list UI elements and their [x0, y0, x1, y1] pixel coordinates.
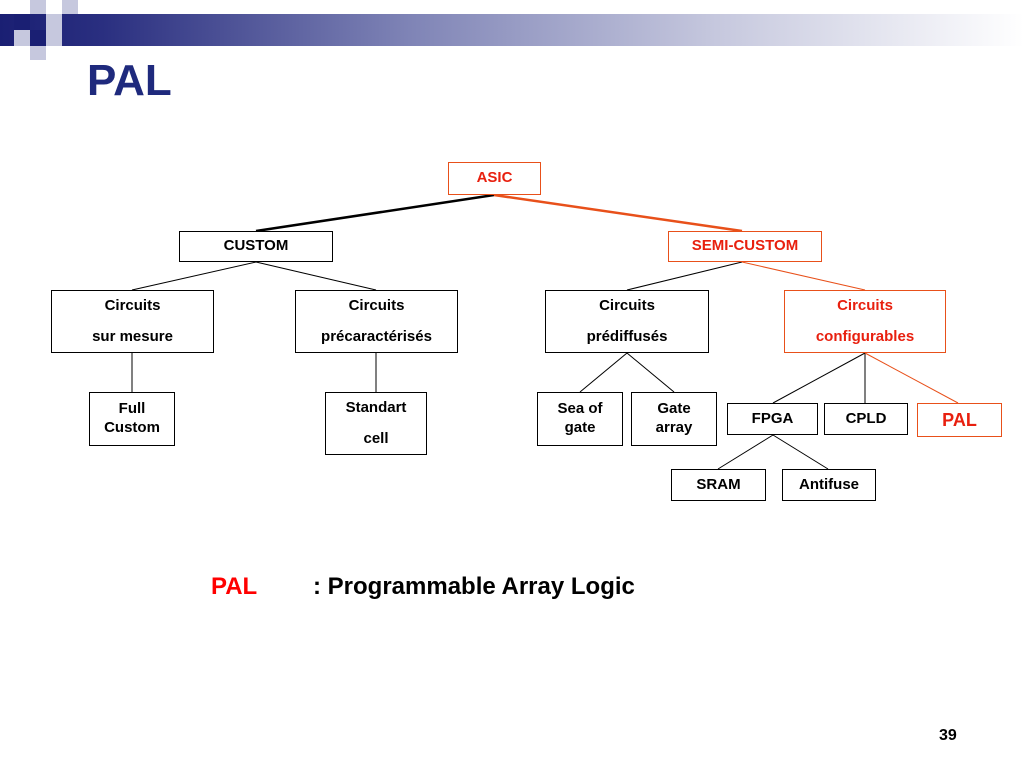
definition-text: : Programmable Array Logic [313, 573, 635, 600]
node-label-line1: Circuits [837, 296, 893, 314]
decor-square [30, 30, 46, 46]
decor-square [14, 14, 30, 30]
connector-semi-config [741, 261, 866, 291]
node-sram-label: SRAM [696, 475, 741, 493]
node-label-line1: Sea of [557, 400, 603, 418]
node-label-line2: Custom [104, 419, 160, 436]
decor-square [46, 14, 62, 30]
connector-config-pal [864, 352, 959, 404]
node-asic: ASIC [448, 162, 541, 195]
node-standart-cell: Standart cell [325, 392, 427, 455]
decor-square [14, 30, 30, 46]
node-semi-custom-label: SEMI-CUSTOM [691, 237, 799, 255]
node-circuits-sur-mesure: Circuits sur mesure [51, 290, 214, 353]
decor-square [46, 30, 62, 46]
node-label-line2: précaractérisés [321, 327, 432, 345]
connector-prediff-sea [579, 352, 628, 393]
node-label-line1: Standart [345, 398, 407, 416]
node-pal-label: PAL [942, 409, 977, 430]
node-label-line2: sur mesure [92, 327, 173, 345]
node-label-line2: gate [564, 419, 596, 436]
node-semi-custom: SEMI-CUSTOM [668, 231, 822, 262]
node-label-line1: Circuits [104, 296, 161, 314]
connector-fpga-sram [717, 434, 774, 470]
node-full-custom: Full Custom [89, 392, 175, 446]
node-custom: CUSTOM [179, 231, 333, 262]
node-label-line1: Circuits [599, 296, 655, 314]
decor-square [30, 46, 46, 60]
node-cpld-label: CPLD [845, 409, 887, 427]
page-number: 39 [939, 727, 957, 744]
node-label-line1: Circuits [348, 296, 405, 314]
connector-asic-custom [255, 193, 495, 233]
node-circuits-configurables: Circuits configurables [784, 290, 946, 353]
node-label-line2: cell [363, 429, 389, 447]
node-label-line2: array [655, 419, 693, 436]
node-circuits-prediffuses: Circuits prédiffusés [545, 290, 709, 353]
node-cpld: CPLD [824, 403, 908, 435]
connector-custom-precar [255, 261, 377, 291]
node-asic-label: ASIC [476, 169, 513, 187]
node-fpga: FPGA [727, 403, 818, 435]
header-gradient-bar [0, 14, 1024, 46]
slide-title: PAL [87, 56, 172, 105]
node-gate-array: Gate array [631, 392, 717, 446]
connector-fpga-antifuse [772, 434, 829, 470]
node-antifuse-label: Antifuse [799, 475, 859, 493]
node-fpga-label: FPGA [751, 409, 794, 427]
node-label-line1: Full [118, 400, 146, 418]
node-antifuse: Antifuse [782, 469, 876, 501]
node-circuits-precaracterises: Circuits précaractérisés [295, 290, 458, 353]
node-sea-of-gate: Sea of gate [537, 392, 623, 446]
node-custom-label: CUSTOM [223, 237, 289, 255]
decor-square [62, 0, 78, 14]
definition-term: PAL [211, 573, 258, 600]
node-pal: PAL [917, 403, 1002, 437]
node-label-line2: prédiffusés [586, 327, 668, 345]
connector-custom-mesure [131, 261, 257, 291]
connector-semi-prediff [626, 261, 743, 291]
connector-prediff-gate [626, 352, 675, 393]
connector-config-fpga [772, 352, 866, 404]
node-sram: SRAM [671, 469, 766, 501]
node-label-line1: Gate [657, 400, 691, 418]
decor-square [30, 0, 46, 14]
connector-asic-semicustom [493, 193, 743, 233]
node-label-line2: configurables [815, 327, 915, 345]
